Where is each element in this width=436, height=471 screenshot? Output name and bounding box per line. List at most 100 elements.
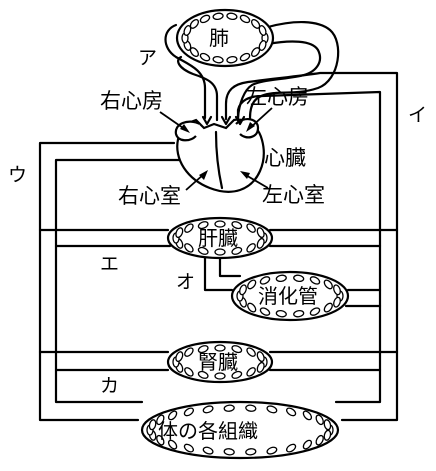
capillary (323, 419, 332, 431)
capillary (183, 443, 195, 453)
capillary (309, 307, 321, 316)
liver-organ (166, 216, 274, 260)
capillary (183, 407, 195, 417)
right-atrium-label: 右心房 (100, 89, 163, 113)
capillary (293, 309, 305, 318)
capillary (256, 361, 265, 373)
capillary (245, 448, 257, 456)
capillary (212, 12, 224, 21)
capillary (156, 414, 165, 426)
capillary (202, 446, 214, 455)
capillary (184, 367, 194, 377)
capillary (214, 248, 226, 256)
capillary (239, 52, 251, 62)
vessel-label-ka: カ (100, 375, 119, 397)
capillary (156, 434, 165, 446)
capillary (226, 55, 238, 64)
capillary (258, 25, 267, 36)
capillary (285, 443, 297, 453)
kidney-organ (166, 340, 274, 384)
heart (174, 115, 265, 193)
capillary (246, 347, 256, 357)
capillary (197, 221, 209, 230)
capillary (223, 404, 235, 412)
digestive-label: 消化管 (258, 284, 318, 308)
capillary (245, 404, 257, 412)
capillary (256, 227, 265, 239)
capillary (212, 55, 224, 64)
kidney-label: 腎臓 (198, 350, 238, 374)
capillary (231, 221, 243, 230)
aorta (224, 71, 399, 422)
pulmonary-artery (164, 23, 207, 120)
capillary (309, 276, 321, 285)
portal-vein (218, 256, 242, 278)
capillary (246, 367, 256, 377)
capillary (148, 419, 157, 431)
capillary (275, 274, 287, 283)
capillary (197, 370, 209, 379)
capillary (247, 279, 257, 290)
capillary (231, 246, 243, 255)
valve (234, 115, 246, 126)
pulmonary-vein (266, 20, 340, 95)
valve (201, 115, 213, 126)
capillary (175, 227, 184, 239)
capillary (183, 25, 192, 36)
capillary (266, 446, 278, 455)
valve (220, 115, 232, 126)
vessel-label-i: イ (408, 104, 427, 126)
capillary (323, 279, 333, 290)
capillary (247, 302, 257, 313)
capillary (199, 14, 211, 24)
capillary (285, 407, 297, 417)
capillary (333, 284, 341, 296)
capillary (239, 14, 251, 24)
capillary (256, 237, 265, 249)
capillary (302, 410, 313, 421)
capillary (197, 345, 209, 354)
capillary (246, 243, 256, 253)
capillary (275, 309, 287, 318)
vessel-label-o: オ (176, 271, 195, 293)
capillary (266, 405, 278, 414)
capillary (259, 307, 271, 316)
capillary (231, 370, 243, 379)
capillary (258, 40, 267, 51)
capillary (214, 344, 226, 352)
capillary (315, 414, 324, 426)
capillary (167, 410, 178, 421)
capillary (250, 47, 261, 58)
capillary (223, 448, 235, 456)
left-ventricle-label: 左心室 (262, 183, 325, 207)
liver-label: 肝臓 (198, 226, 238, 250)
capillary (333, 296, 341, 308)
capillary (246, 223, 256, 233)
vessel-label-u: ウ (8, 164, 27, 186)
capillary (197, 246, 209, 255)
vessels (38, 20, 399, 422)
pulmonary-vein (248, 91, 278, 120)
pointer-arrows (159, 107, 273, 191)
capillary (231, 345, 243, 354)
capillary (214, 372, 226, 380)
pulmonary-artery (177, 55, 219, 122)
lung-label: 肺 (209, 26, 229, 50)
capillary (256, 351, 265, 363)
capillary (302, 439, 313, 450)
capillary (293, 274, 305, 283)
vessel-label-e: エ (100, 253, 119, 275)
heart-label: 心臓 (264, 146, 306, 170)
tissues-organ (140, 400, 340, 460)
capillary (184, 243, 194, 253)
capillary (175, 351, 184, 363)
vena-cava (38, 141, 176, 422)
right-ventricle-label: 右心室 (118, 184, 181, 208)
capillary (167, 439, 178, 450)
capillary (259, 276, 271, 285)
capillary (214, 220, 226, 228)
lung-organ (175, 8, 275, 68)
vessel-label-a: ア (138, 47, 157, 69)
left-atrium-label: 左心房 (246, 85, 309, 109)
